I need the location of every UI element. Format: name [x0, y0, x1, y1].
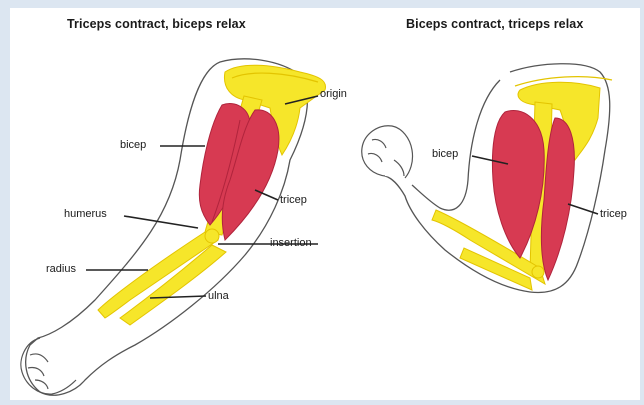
left-diagram-title: Triceps contract, biceps relax	[67, 17, 246, 31]
left-elbow-joint	[205, 229, 219, 243]
left-arm-illustration	[21, 59, 326, 395]
label-tricep-right: tricep	[600, 208, 627, 220]
right-arm-illustration	[362, 64, 612, 293]
right-elbow-joint	[532, 266, 544, 278]
label-humerus: humerus	[64, 208, 107, 220]
label-insertion: insertion	[270, 237, 312, 249]
left-arm-skin-outline	[26, 59, 308, 395]
label-ulna: ulna	[208, 290, 229, 302]
label-tricep-left: tricep	[280, 194, 307, 206]
label-origin: origin	[320, 88, 347, 100]
right-fist	[362, 126, 413, 178]
right-diagram-title: Biceps contract, triceps relax	[406, 17, 583, 31]
label-bicep-right: bicep	[432, 148, 458, 160]
label-radius: radius	[46, 263, 76, 275]
label-bicep-left: bicep	[120, 139, 146, 151]
